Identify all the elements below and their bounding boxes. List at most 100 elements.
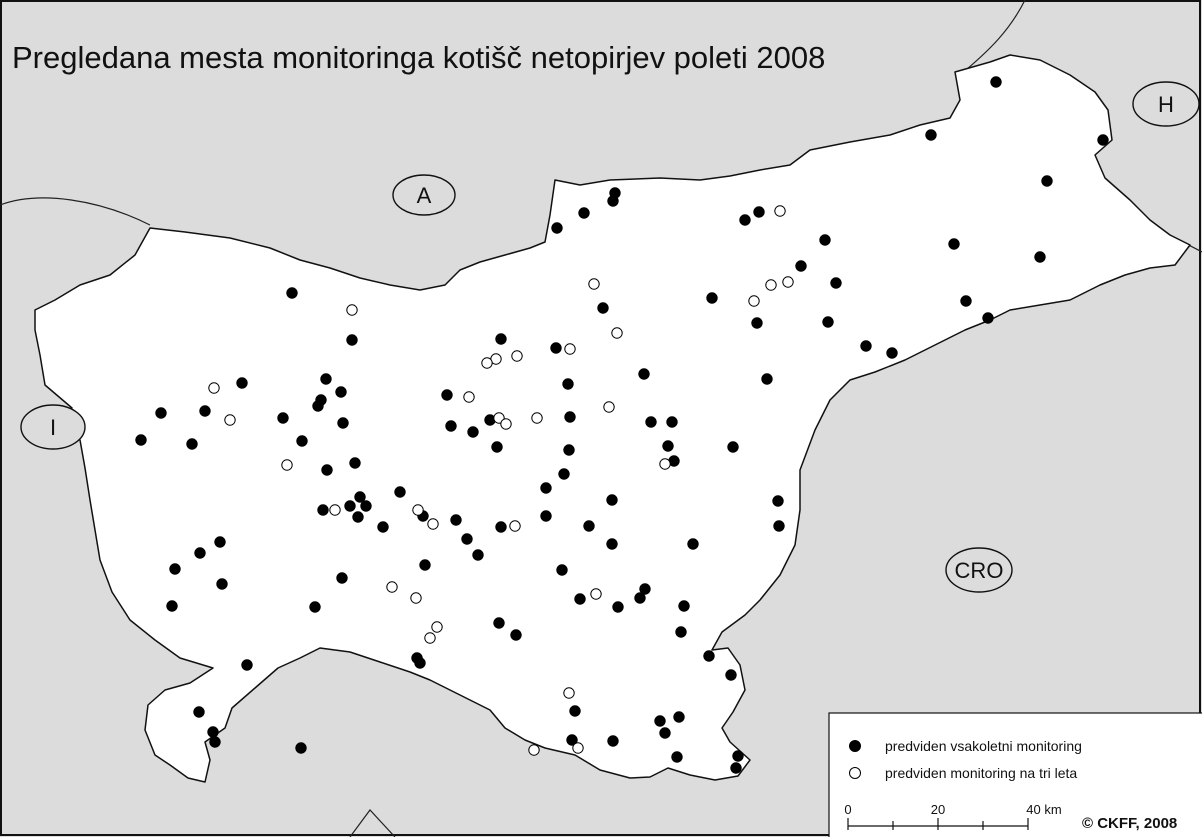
annual-site-marker-29 — [320, 373, 332, 385]
annual-site-marker-9 — [753, 206, 765, 218]
annual-site-marker-64 — [352, 511, 364, 523]
annual-site-marker-85 — [639, 583, 651, 595]
annual-site-marker-101 — [569, 705, 581, 717]
triennial-site-marker-14 — [224, 414, 236, 426]
annual-site-marker-40 — [337, 417, 349, 429]
triennial-site-marker-28 — [431, 621, 443, 633]
annual-site-marker-53 — [727, 441, 739, 453]
annual-site-marker-74 — [214, 536, 226, 548]
triennial-site-marker-27 — [410, 592, 422, 604]
annual-site-marker-6 — [607, 195, 619, 207]
annual-site-marker-72 — [583, 520, 595, 532]
annual-monitoring-sites — [135, 76, 1109, 774]
annual-site-marker-58 — [540, 482, 552, 494]
annual-site-marker-76 — [461, 533, 473, 545]
triennial-site-marker-11 — [481, 357, 493, 369]
annual-site-marker-36 — [335, 386, 347, 398]
annual-site-marker-31 — [638, 368, 650, 380]
legend-annual-marker — [849, 740, 861, 752]
annual-site-marker-106 — [209, 736, 221, 748]
annual-site-marker-24 — [495, 333, 507, 345]
legend-box — [828, 712, 1202, 837]
annual-site-marker-94 — [675, 626, 687, 638]
triennial-site-marker-4 — [782, 276, 794, 288]
triennial-site-marker-23 — [427, 518, 439, 530]
svg-text:A: A — [417, 183, 432, 208]
annual-site-marker-61 — [344, 500, 356, 512]
annual-site-marker-66 — [772, 495, 784, 507]
annual-site-marker-88 — [574, 593, 586, 605]
triennial-site-marker-26 — [590, 588, 602, 600]
triennial-site-marker-21 — [329, 504, 341, 516]
triennial-site-marker-29 — [424, 632, 436, 644]
annual-site-marker-112 — [730, 762, 742, 774]
annual-site-marker-10 — [739, 214, 751, 226]
annual-site-marker-86 — [166, 600, 178, 612]
slovenia-outline — [34, 54, 1191, 783]
annual-site-marker-28 — [236, 377, 248, 389]
annual-site-marker-71 — [540, 510, 552, 522]
annual-site-marker-87 — [309, 601, 321, 613]
annual-site-marker-44 — [564, 411, 576, 423]
triennial-site-marker-15 — [603, 401, 615, 413]
annual-site-marker-21 — [822, 316, 834, 328]
annual-site-marker-65 — [606, 494, 618, 506]
annual-site-marker-25 — [550, 342, 562, 354]
annual-site-marker-3 — [925, 129, 937, 141]
annual-site-marker-99 — [725, 669, 737, 681]
annual-site-marker-67 — [377, 521, 389, 533]
annual-site-marker-63 — [317, 504, 329, 516]
triennial-monitoring-sites — [208, 205, 794, 756]
annual-site-marker-12 — [948, 238, 960, 250]
annual-site-marker-20 — [751, 317, 763, 329]
annual-site-marker-103 — [654, 715, 666, 727]
annual-site-marker-19 — [597, 302, 609, 314]
annual-site-marker-37 — [312, 400, 324, 412]
annual-site-marker-105 — [659, 727, 671, 739]
label-italy: I — [20, 404, 86, 450]
triennial-site-marker-3 — [765, 279, 777, 291]
map-title: Pregledana mesta monitoringa kotišč neto… — [12, 40, 825, 75]
annual-site-marker-42 — [467, 426, 479, 438]
annual-site-marker-52 — [662, 440, 674, 452]
annual-site-marker-47 — [135, 434, 147, 446]
annual-site-marker-90 — [634, 592, 646, 604]
annual-site-marker-57 — [558, 468, 570, 480]
label-austria: A — [392, 174, 456, 216]
annual-site-marker-95 — [703, 650, 715, 662]
annual-site-marker-26 — [860, 340, 872, 352]
annual-site-marker-83 — [216, 578, 228, 590]
annual-site-marker-18 — [982, 312, 994, 324]
triennial-site-marker-8 — [564, 343, 576, 355]
annual-site-marker-70 — [495, 521, 507, 533]
annual-site-marker-11 — [819, 234, 831, 246]
annual-site-marker-32 — [761, 373, 773, 385]
annual-site-marker-77 — [472, 549, 484, 561]
annual-site-marker-60 — [354, 491, 366, 503]
annual-site-marker-2 — [1097, 134, 1109, 146]
annual-site-marker-69 — [450, 514, 462, 526]
svg-text:H: H — [1158, 92, 1174, 117]
label-hungary: H — [1132, 81, 1200, 127]
copyright: © CKFF, 2008 — [1082, 815, 1177, 832]
annual-site-marker-4 — [1041, 175, 1053, 187]
triennial-site-marker-9 — [511, 350, 523, 362]
triennial-site-marker-2 — [588, 278, 600, 290]
annual-site-marker-98 — [241, 659, 253, 671]
annual-site-marker-1 — [990, 76, 1002, 88]
annual-site-marker-78 — [606, 538, 618, 550]
annual-site-marker-49 — [296, 435, 308, 447]
bottom-border — [349, 809, 396, 837]
annual-site-marker-80 — [169, 563, 181, 575]
triennial-site-marker-22 — [412, 504, 424, 516]
annual-site-marker-75 — [194, 547, 206, 559]
annual-site-marker-73 — [773, 520, 785, 532]
annual-site-marker-39 — [277, 412, 289, 424]
scale-label-0: 0 — [844, 802, 851, 817]
legend-annual-label: predviden vsakoletni monitoring — [885, 738, 1082, 754]
svg-text:I: I — [50, 415, 56, 440]
annual-site-marker-16 — [706, 292, 718, 304]
annual-site-marker-48 — [186, 438, 198, 450]
legend: predviden vsakoletni monitoring predvide… — [828, 712, 1202, 837]
